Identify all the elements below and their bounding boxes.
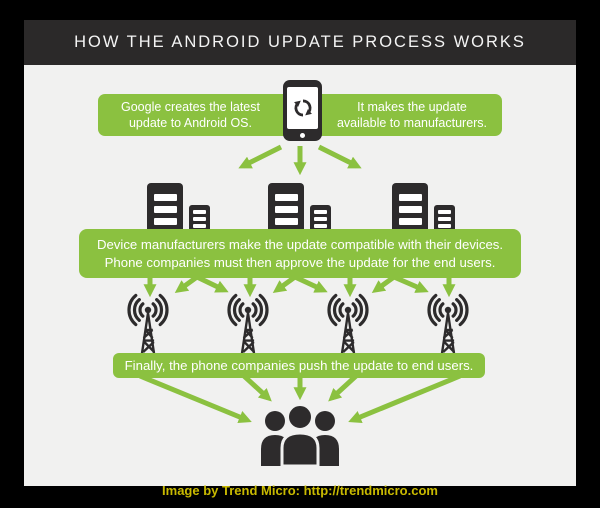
cell-tower-icon [327,293,369,360]
phone-screen [287,87,318,129]
cell-tower-icon [227,293,269,360]
page-title: HOW THE ANDROID UPDATE PROCESS WORKS [74,33,526,51]
manufacturer-buildings-icon [392,183,456,232]
refresh-icon [293,99,312,117]
manufacturers-banner: Device manufacturers make the update com… [79,229,521,278]
cell-tower-icon [427,293,469,360]
header-bar: HOW THE ANDROID UPDATE PROCESS WORKS [24,20,576,65]
smartphone-icon [283,80,322,141]
cell-tower-icon [127,293,169,360]
manufacturer-buildings-icon [268,183,332,232]
google-creates-text: Google creates the latest update to Andr… [121,99,260,130]
manufacturer-buildings-icon [147,183,211,232]
carriers-banner: Finally, the phone companies push the up… [113,353,485,378]
end-users-icon [261,404,339,466]
attribution-text: Image by Trend Micro: http://trendmicro.… [162,483,438,498]
phone-home-button [300,133,305,138]
update-available-text: It makes the update available to manufac… [336,99,488,130]
